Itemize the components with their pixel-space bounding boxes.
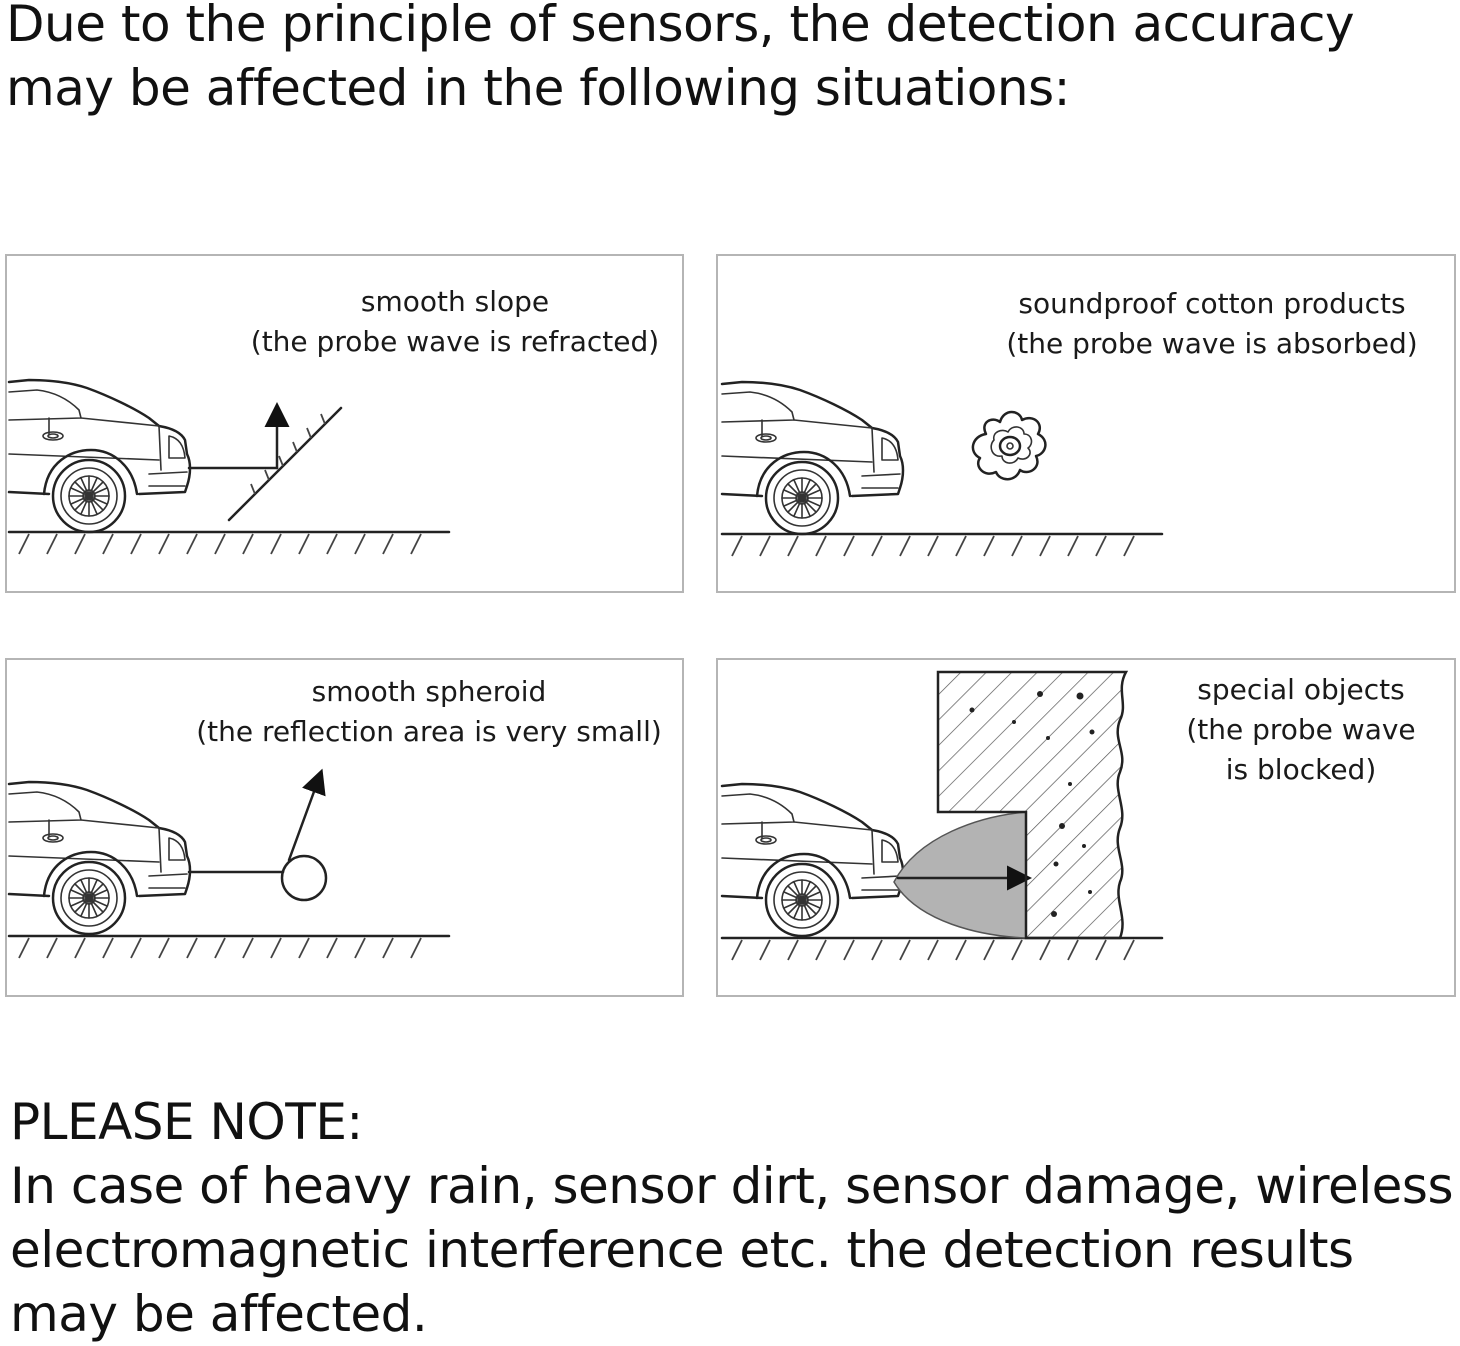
caption-detail: (the reflection area is very small) — [196, 715, 662, 748]
blocking-wall-illustration — [720, 670, 1164, 962]
caption-special-objects: special objects (the probe wave is block… — [1168, 670, 1434, 790]
panel-special-objects: special objects (the probe wave is block… — [716, 658, 1456, 997]
caption-smooth-slope: smooth slope (the probe wave is refracte… — [235, 282, 675, 362]
caption-detail: (the probe wave is refracted) — [250, 325, 660, 358]
caption-soundproof-cotton: soundproof cotton products (the probe wa… — [992, 284, 1432, 364]
caption-smooth-spheroid: smooth spheroid (the reflection area is … — [179, 672, 679, 752]
caption-detail: (the probe wave is absorbed) — [1006, 327, 1418, 360]
small-sphere-illustration — [7, 768, 451, 960]
caption-title: smooth slope — [360, 285, 550, 318]
caption-title: special objects — [1197, 673, 1405, 706]
caption-title: smooth spheroid — [311, 675, 547, 708]
panel-smooth-spheroid: smooth spheroid (the reflection area is … — [5, 658, 684, 997]
note-heading: PLEASE NOTE: — [10, 1093, 363, 1151]
panel-soundproof-cotton: soundproof cotton products (the probe wa… — [716, 254, 1456, 593]
absorbing-cotton-illustration — [720, 380, 1164, 558]
note-body: In case of heavy rain, sensor dirt, sens… — [10, 1157, 1454, 1343]
panel-smooth-slope: smooth slope (the probe wave is refracte… — [5, 254, 684, 593]
caption-title: soundproof cotton products — [1018, 287, 1406, 320]
intro-text: Due to the principle of sensors, the det… — [6, 0, 1355, 117]
caption-detail-line1: (the probe wave — [1186, 713, 1416, 746]
please-note: PLEASE NOTE: In case of heavy rain, sens… — [10, 1090, 1460, 1346]
refracted-slope-illustration — [7, 378, 451, 556]
caption-detail-line2: is blocked) — [1225, 753, 1377, 786]
